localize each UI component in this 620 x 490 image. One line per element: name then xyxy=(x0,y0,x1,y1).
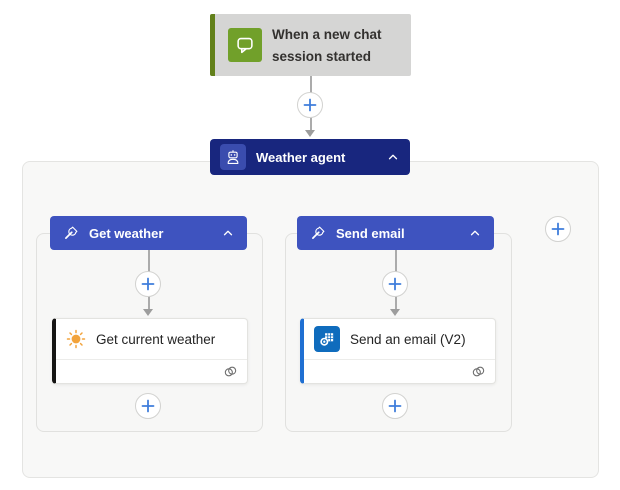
plus-icon xyxy=(388,399,402,413)
action-card-get-current-weather[interactable]: Get current weather xyxy=(52,318,248,384)
action-label: Get current weather xyxy=(96,331,216,347)
plus-icon xyxy=(551,222,565,236)
wrench-icon xyxy=(312,226,325,239)
add-action-button-se[interactable] xyxy=(382,393,408,419)
action-card-main: Send an email (V2) xyxy=(304,319,495,360)
connector-arrow-gw xyxy=(142,309,153,316)
insert-step-button-gw[interactable] xyxy=(135,271,161,297)
add-tool-button[interactable] xyxy=(545,216,571,242)
tool-label: Get weather xyxy=(89,225,164,241)
action-label: Send an email (V2) xyxy=(350,331,466,347)
trigger-label: When a new chat session started xyxy=(272,27,382,64)
connector-arrow-agent xyxy=(304,130,315,137)
plus-icon xyxy=(141,399,155,413)
insert-step-button-top[interactable] xyxy=(297,92,323,118)
insert-step-button-se[interactable] xyxy=(382,271,408,297)
chat-bubble-icon xyxy=(228,28,262,62)
plus-icon xyxy=(141,277,155,291)
trigger-card[interactable]: When a new chat session started xyxy=(210,14,411,76)
chevron-up-icon[interactable] xyxy=(468,226,482,240)
connection-icon xyxy=(472,366,485,377)
sun-icon xyxy=(66,329,86,349)
action-card-footer xyxy=(56,360,247,383)
plus-icon xyxy=(303,98,317,112)
tool-label: Send email xyxy=(336,225,405,241)
connection-icon xyxy=(224,366,237,377)
action-card-send-an-email-v2[interactable]: Send an email (V2) xyxy=(300,318,496,384)
action-card-footer xyxy=(304,360,495,383)
bot-icon xyxy=(220,144,246,170)
connector-arrow-se xyxy=(389,309,400,316)
add-action-button-gw[interactable] xyxy=(135,393,161,419)
agent-node-header[interactable]: Weather agent xyxy=(210,139,410,175)
tool-header-send-email[interactable]: Send email xyxy=(297,216,494,250)
chevron-up-icon[interactable] xyxy=(221,226,235,240)
action-card-main: Get current weather xyxy=(56,319,247,360)
tool-header-get-weather[interactable]: Get weather xyxy=(50,216,247,250)
plus-icon xyxy=(388,277,402,291)
wrench-icon xyxy=(65,226,78,239)
chevron-up-icon[interactable] xyxy=(386,150,400,164)
agent-label: Weather agent xyxy=(256,149,346,165)
outlook-icon xyxy=(314,326,340,352)
